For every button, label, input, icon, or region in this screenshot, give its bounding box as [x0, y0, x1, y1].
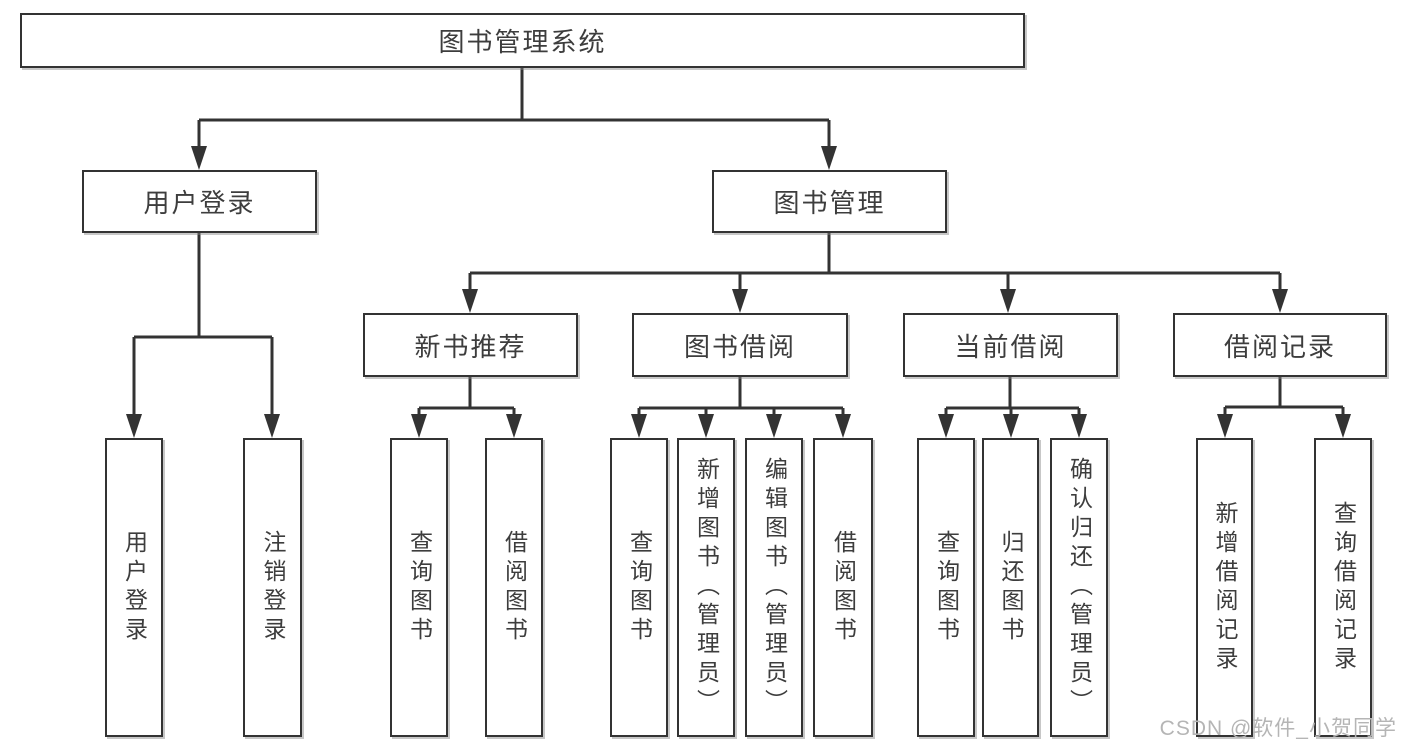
leaf-add-book-admin: 新增图书（管理员） [677, 438, 735, 737]
connector-current-to-leaves [938, 377, 1087, 438]
node-book-borrow-label: 图书借阅 [683, 331, 796, 362]
leaf-borrow-books-recommend: 借阅图书 [485, 438, 543, 737]
connector-borrow-to-leaves [631, 377, 851, 438]
leaf-borrow-books-recommend-label: 借阅图书 [501, 529, 528, 646]
node-book-management-branch: 图书管理 [712, 170, 947, 233]
node-root-label: 图书管理系统 [438, 27, 607, 57]
leaf-edit-book-admin: 编辑图书（管理员） [745, 438, 803, 737]
leaf-user-login-label: 用户登录 [121, 529, 148, 646]
leaf-confirm-return-admin-label: 确认归还（管理员） [1066, 457, 1093, 718]
node-user-login-label: 用户登录 [143, 188, 256, 218]
node-new-book-recommend-label: 新书推荐 [414, 331, 527, 362]
leaf-confirm-return-admin: 确认归还（管理员） [1050, 438, 1108, 737]
leaf-query-borrow-record: 查询借阅记录 [1314, 438, 1372, 737]
leaf-query-borrow-record-label: 查询借阅记录 [1330, 500, 1357, 675]
csdn-watermark: CSDN @软件_小贺同学 [1159, 717, 1397, 740]
leaf-borrow-books-borrow-label: 借阅图书 [830, 529, 857, 646]
leaf-add-book-admin-label: 新增图书（管理员） [693, 457, 720, 718]
leaf-logout-label: 注销登录 [260, 529, 286, 646]
connector-records-to-leaves [1217, 377, 1351, 438]
node-book-management-label: 图书管理 [773, 188, 886, 218]
leaf-logout: 注销登录 [243, 438, 302, 737]
leaf-add-borrow-record-label: 新增借阅记录 [1212, 500, 1238, 675]
leaf-query-books-current: 查询图书 [917, 438, 975, 737]
leaf-query-books-borrow-label: 查询图书 [626, 529, 653, 646]
connector-management-to-groups [462, 233, 1288, 313]
node-book-borrow: 图书借阅 [632, 313, 848, 377]
leaf-query-books-current-label: 查询图书 [933, 529, 960, 646]
connector-root-to-level2 [191, 68, 837, 170]
leaf-return-book: 归还图书 [982, 438, 1039, 737]
leaf-add-borrow-record: 新增借阅记录 [1196, 438, 1253, 737]
connector-login-to-leaves [126, 233, 280, 438]
node-current-borrow-label: 当前借阅 [954, 331, 1067, 362]
node-user-login-branch: 用户登录 [82, 170, 317, 233]
leaf-borrow-books-borrow: 借阅图书 [813, 438, 873, 737]
leaf-user-login: 用户登录 [105, 438, 163, 737]
node-new-book-recommend: 新书推荐 [363, 313, 578, 377]
leaf-query-books-recommend-label: 查询图书 [406, 529, 433, 646]
node-root-book-management-system: 图书管理系统 [20, 13, 1025, 68]
node-borrow-records-label: 借阅记录 [1223, 331, 1336, 362]
leaf-edit-book-admin-label: 编辑图书（管理员） [761, 457, 788, 718]
node-current-borrow: 当前借阅 [903, 313, 1118, 377]
leaf-return-book-label: 归还图书 [998, 529, 1024, 646]
node-borrow-records: 借阅记录 [1173, 313, 1387, 377]
leaf-query-books-borrow: 查询图书 [610, 438, 668, 737]
connector-recommend-to-leaves [411, 377, 522, 438]
leaf-query-books-recommend: 查询图书 [390, 438, 448, 737]
